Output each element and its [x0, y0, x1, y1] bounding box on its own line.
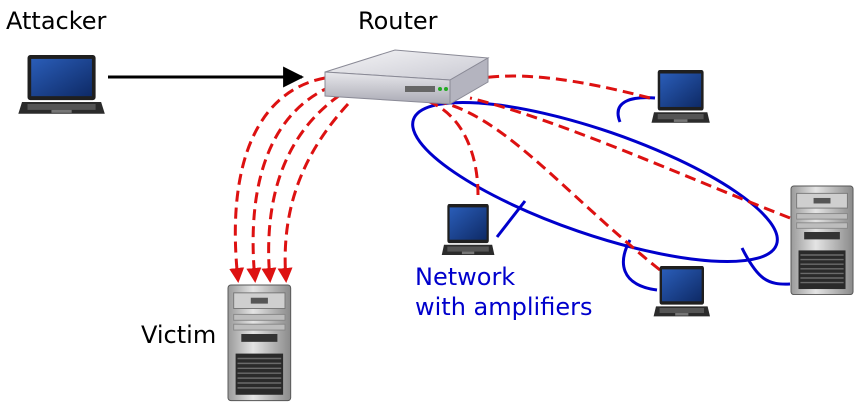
network-link-laptop-top-right	[616, 96, 656, 123]
flood-to-victim-3	[261, 93, 341, 283]
attacker-laptop-icon	[18, 55, 105, 114]
router-icon	[324, 49, 490, 105]
flood-to-victim-4	[277, 102, 350, 283]
router-label: Router	[358, 7, 438, 35]
network-ring	[411, 100, 779, 264]
network-link-server-right	[740, 247, 791, 286]
flood-to-victim-2	[246, 84, 333, 283]
network-links	[411, 96, 791, 292]
attacker-label: Attacker	[6, 7, 107, 35]
network-link-laptop-bottom-right	[622, 239, 658, 292]
network-laptop-bottom-right-icon	[653, 266, 710, 317]
network-link-laptop-mid	[495, 200, 527, 238]
traffic-from-laptop-mid	[424, 98, 480, 196]
network-label-line2: with amplifiers	[415, 293, 593, 321]
network-server-right-icon	[790, 185, 854, 296]
traffic-from-laptop-bottom-right	[429, 98, 661, 272]
traffic-from-server-right	[469, 96, 791, 220]
network-label-line1: Network	[415, 263, 516, 291]
network-laptop-mid-icon	[441, 204, 495, 255]
network-laptop-top-right-icon	[651, 70, 710, 123]
victim-server-icon	[227, 284, 292, 402]
traffic-from-laptop-top-right	[469, 74, 651, 100]
victim-label: Victim	[141, 321, 217, 349]
